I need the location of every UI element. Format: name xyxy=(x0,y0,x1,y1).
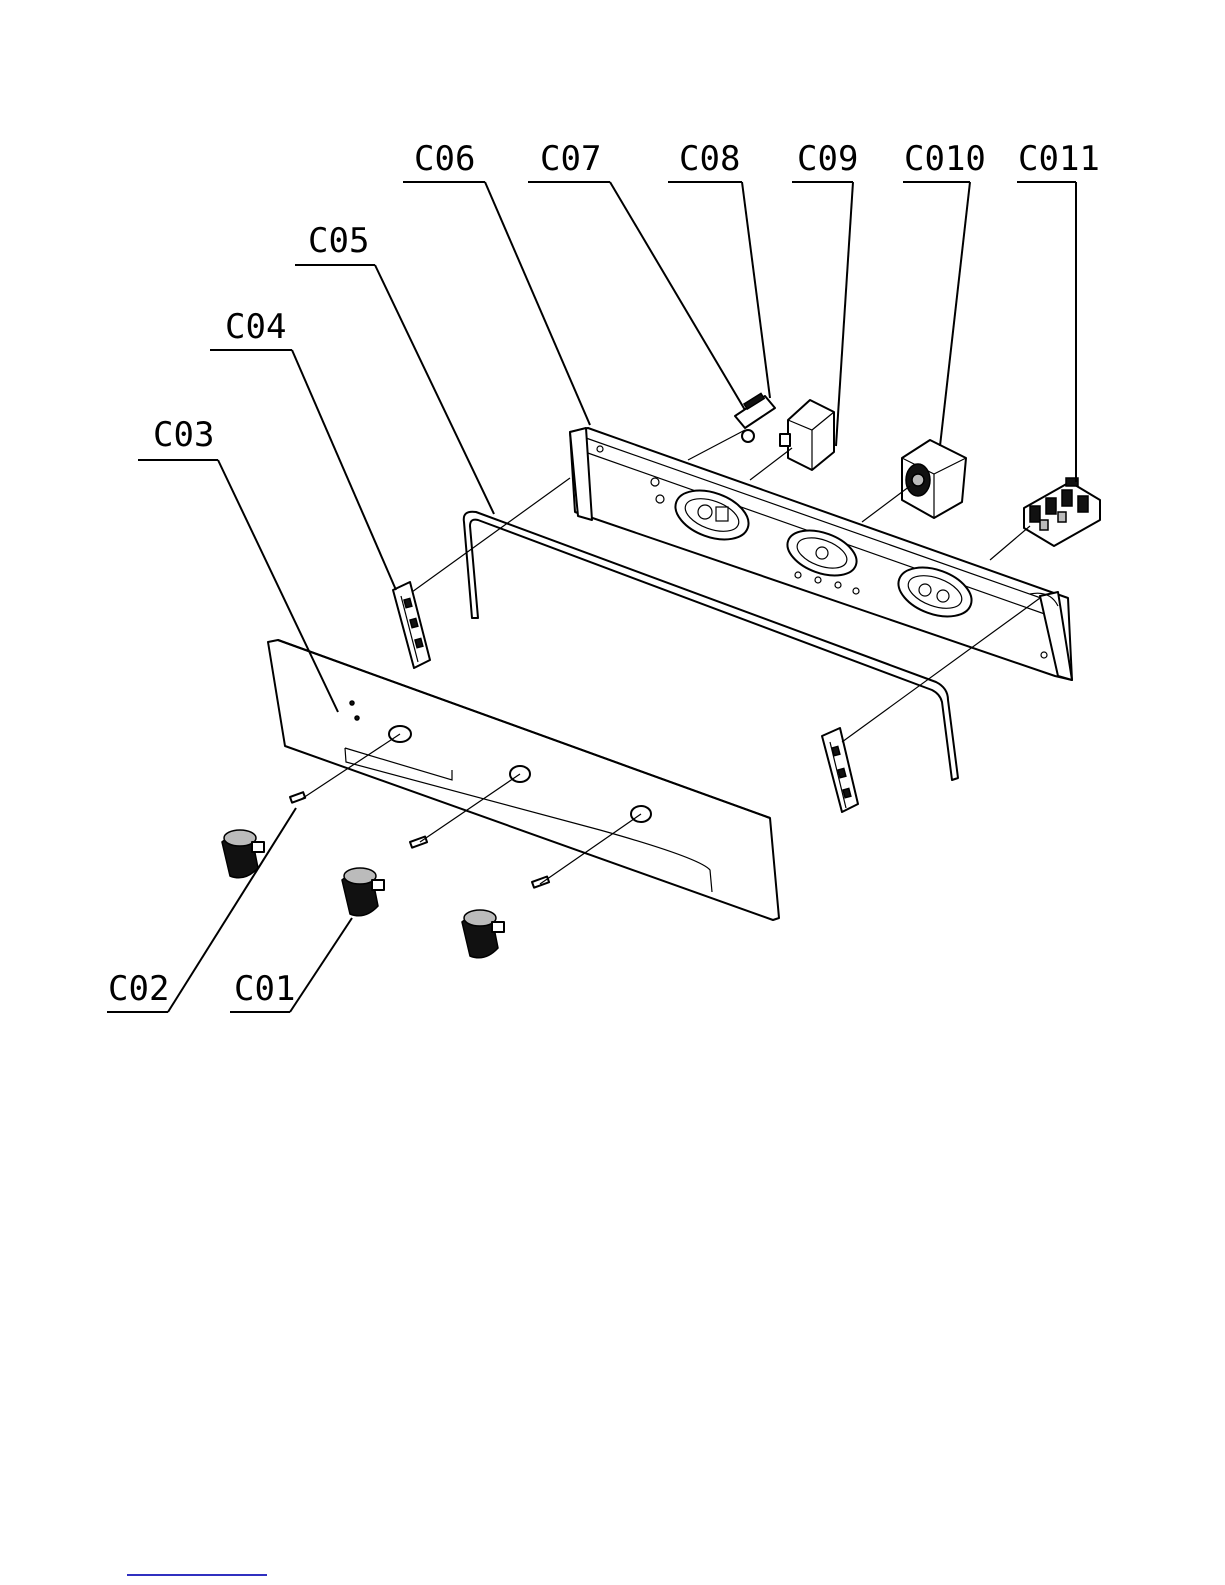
part-c010-control xyxy=(902,440,966,518)
callout-c02: C02 xyxy=(108,969,169,1009)
part-c09-switch xyxy=(780,400,834,470)
callout-c05: C05 xyxy=(308,221,369,261)
callout-c011: C011 xyxy=(1018,139,1100,179)
callout-c09: C09 xyxy=(797,139,858,179)
part-knob-middle xyxy=(342,837,427,916)
footer-link-underline xyxy=(127,1574,267,1576)
callout-c07: C07 xyxy=(540,139,601,179)
part-c04-hinge-left xyxy=(393,582,430,668)
callout-c04: C04 xyxy=(225,307,286,347)
callout-c08: C08 xyxy=(679,139,740,179)
part-c07-c08-fastener xyxy=(735,393,775,442)
part-knob-left xyxy=(222,792,305,878)
callout-c010: C010 xyxy=(904,139,986,179)
callout-c01: C01 xyxy=(234,969,295,1009)
callout-c03: C03 xyxy=(153,415,214,455)
part-knob-right xyxy=(462,877,549,958)
part-c011-terminal-block xyxy=(1024,478,1100,546)
part-c04-hinge-right xyxy=(822,728,858,812)
callout-c06: C06 xyxy=(414,139,475,179)
